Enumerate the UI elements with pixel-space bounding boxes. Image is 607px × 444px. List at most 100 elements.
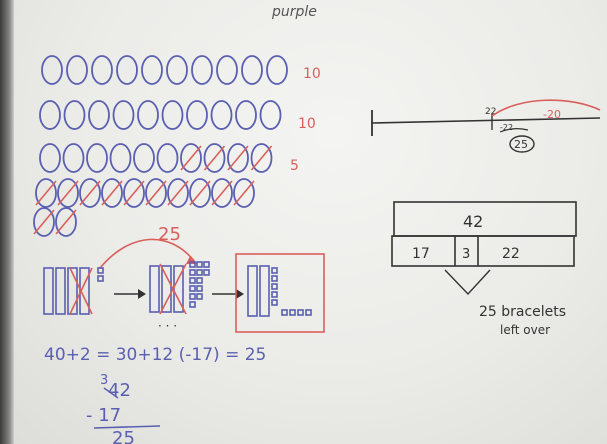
oval: [250, 143, 273, 173]
base-ten-blocks-2: [149, 261, 210, 313]
base-ten-blocks-3: [247, 265, 312, 317]
oval: [116, 55, 138, 85]
oval: [161, 100, 184, 130]
oval: [123, 178, 145, 208]
oval: [241, 55, 263, 85]
oval-cross: [145, 180, 167, 206]
oval: [55, 207, 77, 237]
oval-cross: [55, 209, 77, 235]
oval: [33, 207, 55, 237]
oval-cross: [33, 209, 55, 235]
oval-cross: [250, 145, 273, 171]
oval-cross: [211, 180, 233, 206]
oval: [88, 100, 110, 130]
oval: [57, 178, 79, 208]
oval: [203, 143, 226, 173]
number-line-small-arc: [499, 128, 529, 133]
number-line-tick-label: 22: [485, 107, 496, 117]
regroup-arc: [99, 238, 196, 269]
oval: [166, 55, 188, 85]
oval-cross: [233, 180, 255, 206]
equation-line: 40+2 = 30+12 (-17) = 25: [44, 345, 266, 365]
oval: [227, 143, 249, 173]
oval-rows: [33, 55, 288, 237]
oval-cross: [35, 180, 57, 206]
result-box: [235, 253, 325, 333]
algorithm-top: 42: [108, 380, 131, 401]
oval: [35, 178, 57, 208]
tape-caption-2: left over: [500, 323, 550, 337]
number-line-answer: 25: [514, 138, 528, 151]
oval-cross: [180, 145, 202, 171]
oval: [79, 178, 101, 208]
oval: [167, 178, 189, 208]
tape-part-2: 3: [462, 247, 470, 262]
tape-brace: [444, 269, 491, 296]
oval: [141, 55, 163, 85]
oval-cross: [57, 180, 79, 206]
number-line-answer-circle: [509, 135, 535, 153]
row-count-1: 10: [303, 66, 321, 82]
algorithm-result: 25: [112, 428, 135, 444]
number-line-small-label: -22: [500, 123, 513, 132]
oval-cross: [79, 180, 101, 206]
oval: [39, 143, 61, 173]
oval: [66, 55, 88, 85]
algorithm-rule: [93, 425, 161, 429]
tape-parts-bar: [391, 235, 575, 267]
oval-crosses: [33, 145, 273, 235]
arrow-1-head: [138, 289, 146, 299]
number-line-jump-label: -20: [543, 108, 561, 121]
blocks-2-dots: · · ·: [158, 319, 177, 333]
oval: [101, 178, 123, 208]
tape-whole-label: 42: [463, 212, 483, 231]
tape-caption-1: 25 bracelets: [479, 304, 566, 320]
tape-part-dividers: [454, 236, 479, 266]
board-frame-edge: [0, 0, 14, 444]
top-label: purple: [271, 4, 317, 20]
oval: [109, 143, 132, 173]
oval: [133, 143, 155, 173]
algorithm-borrow: 3: [100, 373, 108, 388]
oval: [91, 55, 113, 85]
oval: [210, 100, 233, 130]
blocks-2-cross: [159, 263, 187, 315]
oval: [235, 100, 257, 130]
oval: [211, 178, 233, 208]
oval: [189, 178, 211, 208]
number-line: [371, 117, 601, 124]
oval: [39, 100, 61, 130]
oval: [216, 55, 238, 85]
oval-cross: [227, 145, 249, 171]
oval-cross: [167, 180, 189, 206]
oval: [41, 55, 63, 85]
tape-whole-bar: [393, 201, 577, 237]
oval: [62, 143, 85, 173]
oval: [86, 143, 108, 173]
oval: [145, 178, 167, 208]
oval: [191, 55, 213, 85]
ring-total: 25: [158, 224, 181, 245]
tape-part-3: 22: [502, 246, 520, 262]
row-count-3: 5: [290, 158, 299, 174]
oval-cross: [189, 180, 211, 206]
oval: [233, 178, 255, 208]
algorithm-borrow-slash: [103, 387, 119, 399]
oval: [266, 55, 288, 85]
blocks-1-cross: [69, 267, 93, 315]
row-count-2: 10: [298, 116, 316, 132]
oval: [63, 100, 86, 130]
oval-cross: [101, 180, 123, 206]
arrow-2-head: [236, 289, 244, 299]
base-ten-blocks-1: [43, 267, 104, 315]
algorithm-minus: - 17: [86, 405, 121, 426]
tape-part-1: 17: [412, 246, 430, 262]
oval: [180, 143, 202, 173]
oval: [156, 143, 179, 173]
oval: [186, 100, 208, 130]
oval: [259, 100, 282, 130]
oval-cross: [123, 180, 145, 206]
number-line-jump-arc: [491, 99, 601, 117]
